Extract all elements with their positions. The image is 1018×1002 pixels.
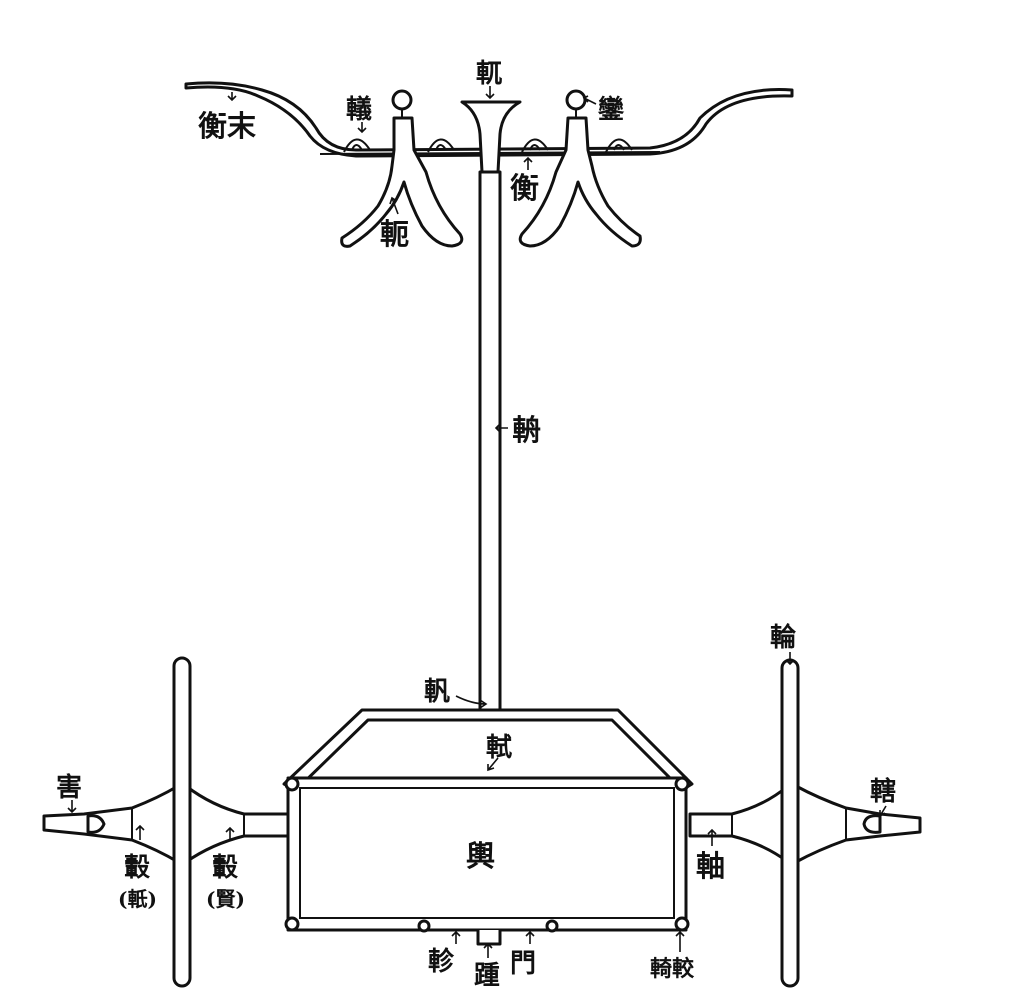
yoke-saddle-right [518,116,642,248]
label-xian-paren: (賢) [206,887,245,911]
yoke-bar [184,81,794,158]
wheel-right [780,658,800,988]
pole-end-gui [460,100,522,174]
axle-cap-right [862,814,882,834]
label-wei: 害 [56,772,82,803]
label-gu-xian: 轂 [212,853,238,883]
wheel-left [172,656,192,988]
rear-peg [417,919,431,933]
rein-ring [343,138,371,153]
yoke-finial-left [391,89,413,111]
label-yu: 輿 [466,839,495,873]
label-lun: 輪 [770,622,797,653]
label-zhi-paren: (軝) [118,887,157,911]
label-e: 軛 [380,217,409,251]
label-men: 門 [510,949,536,979]
label-shi: 軾 [486,732,512,763]
label-yi: 轙 [346,94,372,125]
draught-pole [478,170,502,712]
label-gu-zhi: 轂 [124,853,150,883]
label-zhen: 軫 [428,946,455,977]
rear-door [476,928,502,946]
bell-luan [565,89,587,111]
label-qi-jiao: 輢較 [650,956,695,982]
label-xia: 轄 [870,776,896,807]
carriage-box [286,776,688,932]
label-fan: 軓 [424,677,450,707]
label-zhou-pole: 輈 [512,413,541,447]
rein-ring [605,138,633,153]
rear-peg [545,919,559,933]
axle-right [688,784,922,864]
yoke-saddle-left [340,116,464,248]
label-luan: 鑾 [597,95,625,125]
rein-ring [521,138,549,153]
label-gui: 軏 [476,58,502,89]
label-zhong: 踵 [474,961,500,991]
axle-cap-left [86,814,106,834]
label-heng-mo: 衡末 [198,109,256,143]
rein-ring [427,138,455,153]
label-zhou-axle: 軸 [696,849,725,883]
carriage-inner [299,787,675,919]
label-heng: 衡 [510,171,539,205]
